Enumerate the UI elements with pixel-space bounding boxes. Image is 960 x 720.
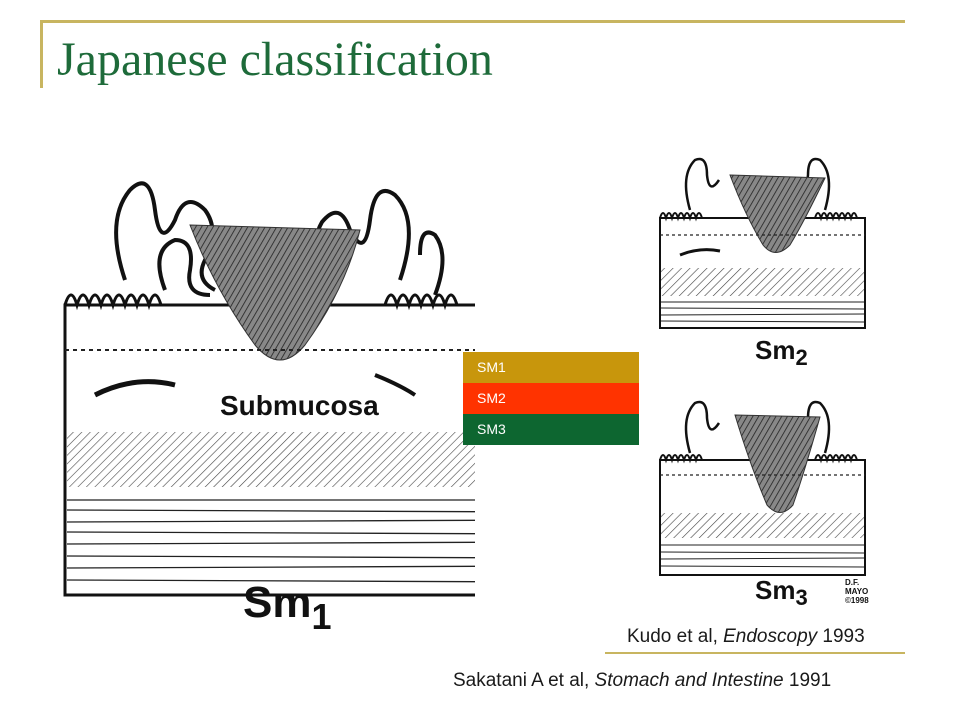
sm3-caption: Sm3 [755, 575, 808, 610]
slide-top-rule [40, 20, 905, 23]
sm1-illustration: Submucosa [63, 181, 475, 597]
slide-title: Japanese classification [57, 33, 493, 86]
slide-left-rule [40, 20, 43, 88]
reference-sakatani: Sakatani A et al, Stomach and Intestine … [453, 670, 832, 691]
legend-sm3: SM3 [463, 414, 639, 445]
sm3-illustration [659, 400, 866, 576]
reference-kudo: Kudo et al, Endoscopy 1993 [627, 626, 865, 647]
legend-sm1: SM1 [463, 352, 639, 383]
legend-sm2: SM2 [463, 383, 639, 414]
illustration-credit: D.F. MAYO ©1998 [845, 578, 869, 605]
sm-legend: SM1 SM2 SM3 [463, 352, 639, 445]
sm2-caption: Sm2 [755, 335, 808, 370]
sm2-illustration [659, 157, 866, 329]
sm1-caption: Sm1 [243, 578, 332, 637]
submucosa-label: Submucosa [220, 390, 379, 421]
reference-rule [605, 652, 905, 654]
